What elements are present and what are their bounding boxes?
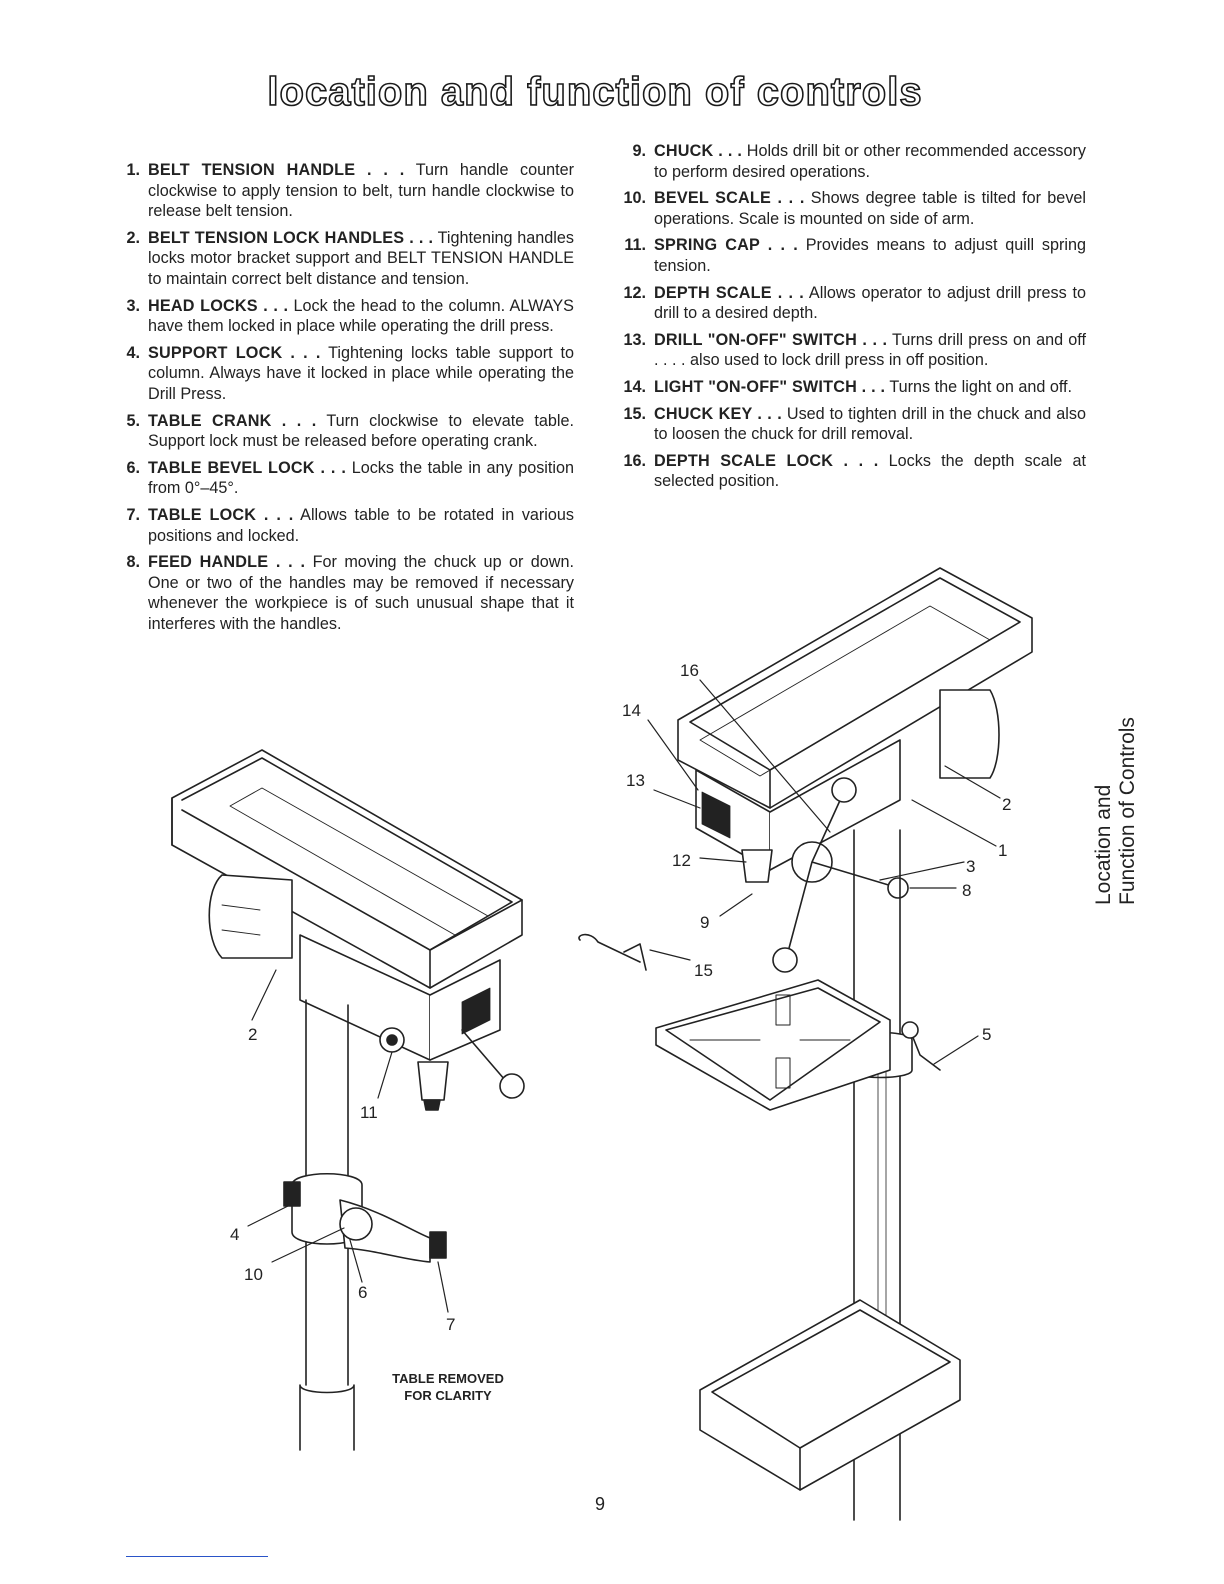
item-term: DEPTH SCALE LOCK . . . [654, 451, 879, 470]
item-term: DRILL "ON-OFF" SWITCH . . . [654, 330, 888, 349]
item-number: 8. [126, 553, 140, 572]
item-description: Tightening locks table support to column… [148, 343, 574, 403]
control-item: 15. CHUCK KEY . . . Used to tighten drill… [618, 404, 1086, 445]
item-number: 16. [623, 451, 646, 470]
page-title: location and function of controls [267, 69, 923, 115]
item-term: TABLE LOCK . . . [148, 505, 294, 524]
item-description: Holds drill bit or other recommended acc… [654, 142, 1086, 181]
callout-label: 2 [248, 1025, 257, 1044]
callout-label: 16 [680, 661, 699, 680]
footer-rule [126, 1556, 268, 1557]
callout-label: 12 [672, 851, 691, 870]
item-description: Lock the head to the column. ALWAYS have… [148, 296, 574, 336]
item-description: Shows degree table is tilted for bevel o… [654, 189, 1087, 228]
page-number: 9 [595, 1494, 606, 1514]
item-term: SPRING CAP . . . [654, 236, 798, 255]
item-term: BELT TENSION LOCK HANDLES . . . [148, 228, 434, 247]
item-number: 12. [623, 283, 646, 302]
item-term: FEED HANDLE . . . [148, 553, 306, 572]
item-number: 10. [623, 189, 646, 208]
callout-label: 7 [446, 1315, 455, 1334]
callout-label: 14 [622, 701, 641, 720]
item-description: Used to tighten drill in the chuck and a… [654, 404, 1086, 444]
item-description: For moving the chuck up or down. One or … [148, 553, 574, 633]
control-item: 7. TABLE LOCK . . . Allows table to be ro… [112, 505, 574, 546]
control-item: 8. FEED HANDLE . . . For moving the chuck… [112, 552, 574, 634]
item-term: CHUCK . . . [654, 142, 743, 160]
item-description: Locks the table in any position from 0°–… [148, 458, 574, 498]
control-item: 14. LIGHT "ON-OFF" SWITCH . . . Turns the… [618, 377, 1086, 398]
control-item: 6. TABLE BEVEL LOCK . . . Locks the table… [112, 458, 574, 499]
callout-label: 1 [998, 841, 1007, 860]
callout-label: 6 [358, 1283, 367, 1302]
item-number: 11. [624, 236, 646, 255]
callout-label: 2 [1002, 795, 1011, 814]
item-number: 15. [623, 404, 646, 423]
control-item: 9. CHUCK . . . Holds drill bit or other r… [618, 141, 1086, 182]
item-term: BELT TENSION HANDLE . . . [148, 161, 405, 179]
callout-label: 4 [230, 1225, 239, 1244]
side-tab-line: Function of Controls [1116, 717, 1139, 905]
figure-note: TABLE REMOVED FOR CLARITY [370, 1370, 526, 1404]
item-description: Tightening handles locks motor bracket s… [148, 228, 574, 288]
control-item: 13. DRILL "ON-OFF" SWITCH . . . Turns dri… [618, 330, 1086, 371]
item-description: Turn handle counter clockwise to apply t… [148, 161, 574, 221]
control-item: 12. DEPTH SCALE . . . Allows operator to … [618, 283, 1086, 324]
controls-list-left: 1. BELT TENSION HANDLE . . . Turn handle … [112, 160, 574, 640]
item-number: 1. [126, 161, 140, 179]
callout-label: 13 [626, 771, 645, 790]
item-number: 2. [126, 228, 140, 247]
item-term: DEPTH SCALE . . . [654, 283, 804, 302]
item-description: Turn clockwise to elevate table. Support… [148, 411, 574, 451]
item-description: Allows table to be rotated in various po… [148, 505, 574, 545]
item-term: HEAD LOCKS . . . [148, 296, 289, 315]
item-number: 6. [126, 458, 140, 477]
note-line: TABLE REMOVED [392, 1371, 504, 1386]
side-tab-line: Location and [1092, 784, 1115, 905]
callout-label: 11 [360, 1103, 378, 1122]
controls-list-right: 9. CHUCK . . . Holds drill bit or other r… [618, 141, 1086, 498]
item-number: 4. [126, 343, 140, 362]
item-number: 13. [623, 330, 646, 349]
item-term: BEVEL SCALE . . . [654, 189, 805, 208]
item-description: Locks the depth scale at selected positi… [654, 451, 1087, 491]
control-item: 5. TABLE CRANK . . . Turn clockwise to el… [112, 411, 574, 452]
control-item: 11. SPRING CAP . . . Provides means to ad… [618, 235, 1086, 276]
control-item: 2. BELT TENSION LOCK HANDLES . . . Tighte… [112, 228, 574, 290]
item-term: TABLE CRANK . . . [148, 411, 317, 430]
control-item: 10. BEVEL SCALE . . . Shows degree table … [618, 188, 1086, 229]
item-number: 9. [632, 142, 646, 160]
callout-label: 9 [700, 913, 709, 932]
control-item: 16. DEPTH SCALE LOCK . . . Locks the dept… [618, 451, 1086, 492]
item-description: Turns the light on and off. [885, 377, 1073, 396]
item-term: SUPPORT LOCK . . . [148, 343, 321, 362]
item-term: CHUCK KEY . . . [654, 404, 782, 423]
callout-label: 5 [982, 1025, 991, 1044]
item-number: 5. [126, 411, 140, 430]
callout-label: 8 [962, 881, 971, 900]
callout-label: 10 [244, 1265, 263, 1284]
callout-label: 15 [694, 961, 713, 980]
item-number: 3. [126, 296, 140, 315]
control-item: 1. BELT TENSION HANDLE . . . Turn handle … [112, 160, 574, 222]
item-number: 7. [126, 505, 140, 524]
callout-label: 3 [966, 857, 975, 876]
section-side-tab: Location and Function of Controls [1092, 645, 1144, 905]
item-number: 14. [623, 377, 646, 396]
item-term: TABLE BEVEL LOCK . . . [148, 458, 347, 477]
item-description: Provides means to adjust quill spring te… [654, 236, 1086, 275]
item-description: Turns drill press on and off . . . . als… [654, 330, 1086, 370]
note-line: FOR CLARITY [404, 1388, 492, 1403]
control-item: 3. HEAD LOCKS . . . Lock the head to the … [112, 296, 574, 337]
item-description: Allows operator to adjust drill press to… [654, 283, 1086, 323]
control-item: 4. SUPPORT LOCK . . . Tightening locks ta… [112, 343, 574, 405]
item-term: LIGHT "ON-OFF" SWITCH . . . [654, 377, 886, 396]
